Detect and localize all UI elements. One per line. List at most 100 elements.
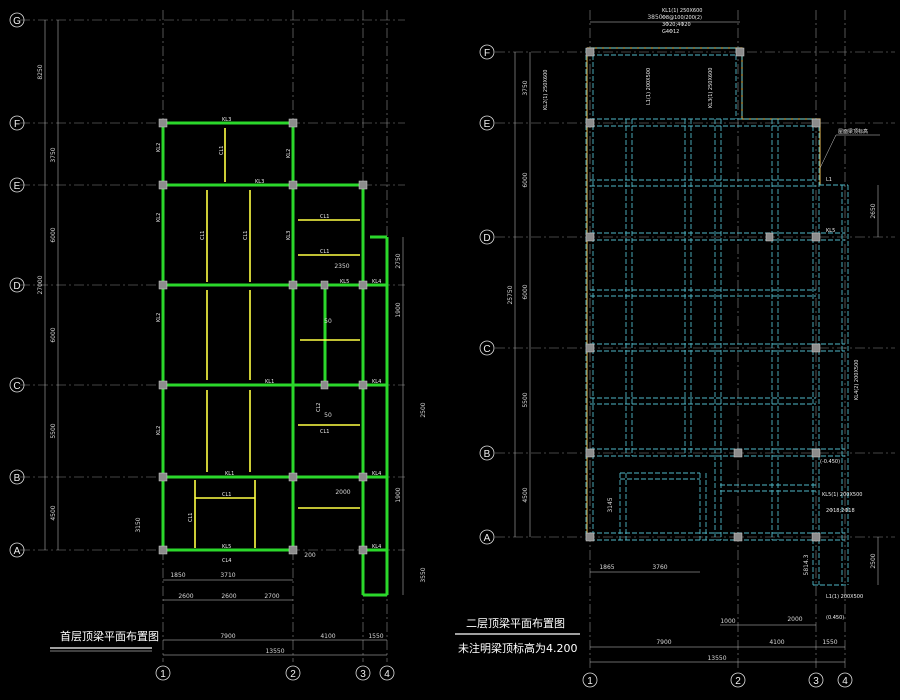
axis-label: 4	[842, 676, 848, 687]
axis-bubble-B: B	[9, 469, 25, 485]
axis-bubble-G: G	[9, 12, 25, 28]
dim-text: 5500	[50, 423, 57, 438]
dim-text: 2350	[334, 263, 349, 270]
right-bottom-dimension-texts: 1865 3760 1000 2000 7900 4100 1550 13550	[599, 564, 837, 662]
axis-label: B	[484, 449, 491, 460]
axis-bubble-1: 1	[155, 665, 171, 681]
dim-text: 7900	[656, 639, 671, 646]
beam-label: KL4	[372, 379, 381, 385]
column	[765, 232, 774, 242]
axis-label: A	[14, 546, 21, 557]
axis-bubble-C: C	[479, 340, 495, 356]
beam-label: CL2	[316, 403, 322, 412]
dim-text: 3750	[50, 147, 57, 162]
column	[358, 180, 368, 190]
beam-label: CL1	[320, 214, 329, 220]
column	[585, 448, 595, 458]
dim-text: 5500	[522, 392, 529, 407]
axis-bubble-3: 3	[808, 672, 824, 688]
axis-bubble-E: E	[9, 177, 25, 193]
column	[811, 232, 821, 242]
column	[733, 448, 743, 458]
axis-label: 1	[587, 676, 593, 687]
beam-label: CL1	[320, 429, 329, 435]
column	[585, 47, 595, 57]
dim-text: 6000	[522, 284, 529, 299]
dim-text: 4500	[50, 505, 57, 520]
beam-annotation: L1	[826, 177, 832, 183]
beam-annotation: KL3(1) 250X600	[708, 68, 714, 108]
dim-text: 2750	[395, 253, 402, 268]
axis-bubble-3: 3	[355, 665, 371, 681]
leader-lines	[819, 134, 880, 169]
column	[320, 380, 329, 390]
right-columns	[585, 47, 821, 542]
dim-text: 3750	[522, 80, 529, 95]
beam-annotation: (-0.450)	[820, 459, 840, 465]
dim-text: 2600	[178, 593, 193, 600]
dim-text: 4100	[320, 633, 335, 640]
axis-label: C	[483, 344, 490, 355]
axis-label: F	[484, 48, 490, 59]
axis-label: 4	[384, 669, 390, 680]
column	[320, 280, 329, 290]
column	[811, 343, 821, 353]
right-beam-annotations: KL1(1) 250X600 Φ8@100/200(2) 3Φ20;4Φ20 G…	[543, 8, 868, 621]
axis-label: G	[13, 16, 21, 27]
dim-text: 1900	[395, 487, 402, 502]
dim-text: 2700	[264, 593, 279, 600]
beam-annotation: KL2(1) 250X600	[543, 70, 549, 110]
beam-label: CL1	[200, 231, 206, 240]
dim-text: 1850	[170, 572, 185, 579]
axis-bubble-A: A	[479, 529, 495, 545]
beam-annotation: L1(1) 200X500	[646, 68, 652, 105]
beam-annotation: L1(1) 200X500	[826, 594, 863, 600]
beam-label: KL2	[156, 143, 162, 152]
column	[585, 118, 595, 128]
beam-label: KL4	[372, 471, 381, 477]
axis-label: C	[13, 381, 20, 392]
beam-annotation: (0.450)	[826, 615, 844, 621]
column	[358, 545, 368, 555]
dim-text: 2500	[870, 553, 877, 568]
axis-bubble-F: F	[9, 115, 25, 131]
beam-label: CL1	[243, 231, 249, 240]
dim-text: 6000	[50, 327, 57, 342]
beam-label: KL2	[156, 313, 162, 322]
axis-label: D	[13, 281, 20, 292]
dim-text: 6000	[50, 227, 57, 242]
dim-text: 6000	[522, 172, 529, 187]
dim-text: 1865	[599, 564, 614, 571]
beam-label: CL1	[320, 249, 329, 255]
axis-label: F	[14, 119, 20, 130]
left-col-axis-bubbles: 1 2 3 4	[155, 665, 395, 681]
dim-text: 50	[324, 412, 332, 419]
column	[733, 532, 743, 542]
left-secondary-beams	[194, 128, 360, 548]
axis-label: 3	[360, 669, 366, 680]
column	[158, 118, 168, 128]
column	[811, 532, 821, 542]
column	[158, 280, 168, 290]
left-bottom-dimension-lines	[163, 579, 387, 656]
axis-label: E	[14, 181, 21, 192]
beam-label: KL4	[372, 544, 381, 550]
column	[585, 343, 595, 353]
column	[288, 180, 298, 190]
axis-label: A	[484, 533, 491, 544]
beam-annotation: Φ8@100/200(2)	[662, 15, 702, 21]
dim-text: 3550	[420, 567, 427, 582]
beam-label: KL3	[222, 117, 231, 123]
axis-label: 3	[813, 676, 819, 687]
dim-text: 8250	[37, 64, 44, 79]
second-floor-beam-plan: F E D C B A 1 2 3 4 3750 6000 25750 6000…	[455, 8, 895, 688]
dim-text: 1550	[822, 639, 837, 646]
axis-bubble-D: D	[9, 277, 25, 293]
column	[158, 545, 168, 555]
axis-label: 2	[735, 676, 741, 687]
column	[585, 232, 595, 242]
column	[358, 280, 368, 290]
left-row-axis-bubbles: G F E D C B A	[9, 12, 25, 558]
dim-text: 27000	[37, 275, 44, 294]
